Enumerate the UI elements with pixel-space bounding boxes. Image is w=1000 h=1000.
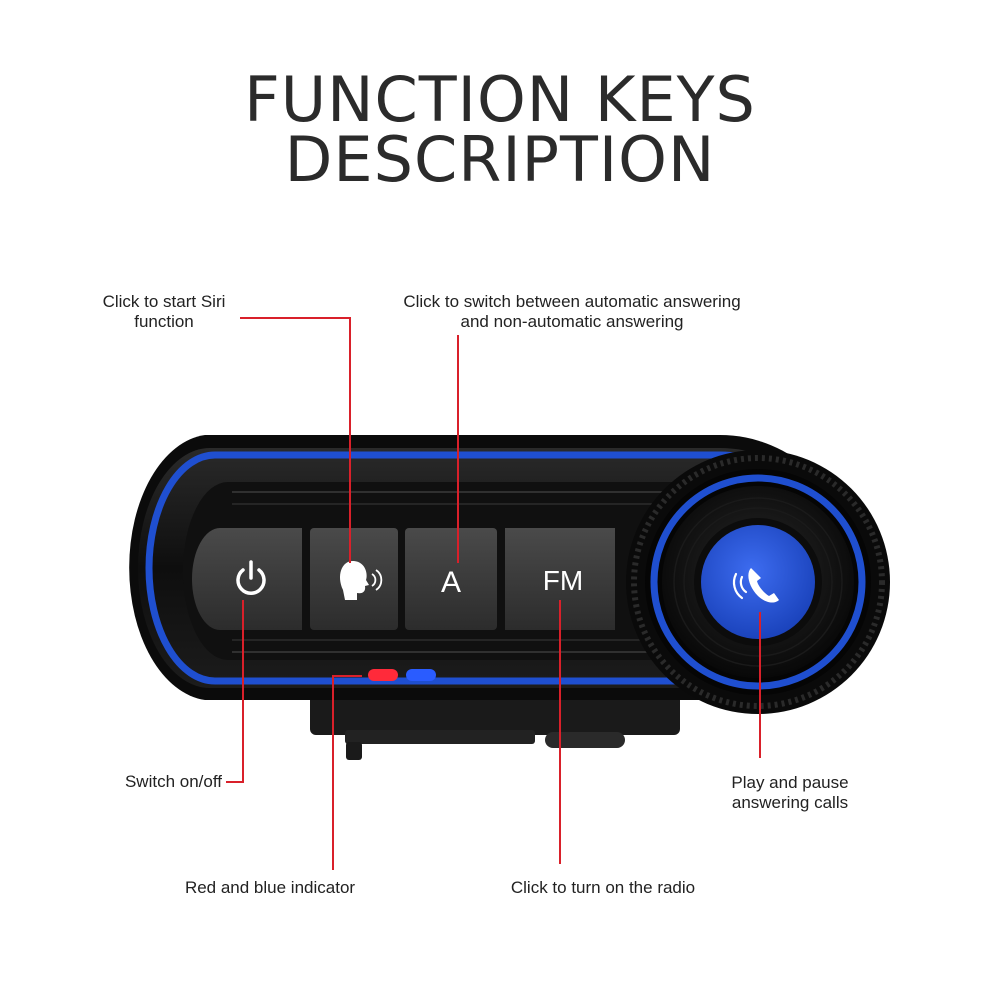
fm-key-label: FM bbox=[543, 565, 583, 596]
siri-label-line-2: function bbox=[134, 312, 194, 331]
power-key[interactable] bbox=[192, 528, 302, 630]
siri-label-line-1: Click to start Siri bbox=[102, 292, 226, 311]
voice-head-icon bbox=[340, 560, 383, 600]
call-knob[interactable] bbox=[626, 450, 890, 714]
auto-answer-key[interactable]: A bbox=[405, 528, 497, 630]
page-title: FUNCTION KEYS DESCRIPTION bbox=[0, 63, 1000, 196]
play-pause-label: Play and pause answering calls bbox=[700, 773, 880, 813]
auto-answer-label-line-1: Click to switch between automatic answer… bbox=[403, 292, 741, 311]
auto-answer-label: Click to switch between automatic answer… bbox=[362, 292, 782, 332]
siri-key[interactable] bbox=[310, 528, 398, 630]
power-label: Switch on/off bbox=[124, 772, 222, 791]
title-line-1: FUNCTION KEYS bbox=[244, 63, 756, 136]
auto-answer-label-line-2: and non-automatic answering bbox=[460, 312, 684, 331]
siri-leader bbox=[240, 317, 351, 563]
indicator-leader bbox=[332, 675, 362, 870]
a-key-label: A bbox=[441, 566, 461, 599]
blue-led bbox=[406, 669, 436, 681]
power-leader bbox=[226, 600, 244, 783]
play-pause-label-line-1: Play and pause bbox=[731, 773, 849, 792]
indicator-leds bbox=[368, 669, 436, 681]
indicator-label: Red and blue indicator bbox=[184, 878, 356, 897]
title-line-2: DESCRIPTION bbox=[284, 123, 716, 196]
play-pause-label-line-2: answering calls bbox=[731, 793, 849, 812]
siri-label: Click to start Siri function bbox=[80, 292, 248, 332]
leader-lines bbox=[226, 317, 761, 870]
fm-key[interactable]: FM bbox=[505, 528, 615, 630]
red-led bbox=[368, 669, 398, 681]
mount-clip bbox=[310, 690, 680, 760]
radio-label: Click to turn on the radio bbox=[510, 878, 696, 897]
power-icon bbox=[236, 560, 266, 595]
phone-call-icon bbox=[732, 568, 779, 603]
